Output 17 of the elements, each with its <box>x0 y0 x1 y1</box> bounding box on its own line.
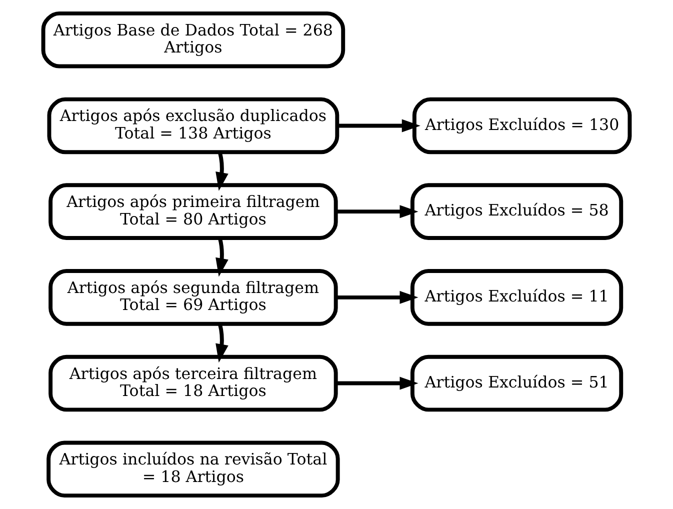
arrow <box>216 152 228 191</box>
node-box: Artigos incluídos na revisão Total = 18 Artigos <box>46 440 340 498</box>
arrow <box>336 290 418 304</box>
node-box: Artigos após terceira filtragem Total = 18 Artigos <box>48 354 338 412</box>
node-box: Artigos Excluídos = 51 <box>410 354 624 412</box>
node-box: Artigos Excluídos = 11 <box>410 269 624 326</box>
node-box: Artigos após segunda filtragem Total = 69 Artigos <box>48 269 338 326</box>
arrow <box>336 205 418 218</box>
arrow <box>216 238 228 277</box>
node-box: Artigos após exclusão duplicados Total = 138 Artigos <box>47 97 340 154</box>
arrow <box>336 376 418 390</box>
arrow <box>216 324 228 363</box>
node-box: Artigos após primeira filtragem Total = 80 Artigos <box>48 183 338 240</box>
node-box: Artigos Base de Dados Total = 268 Artigos <box>41 11 346 68</box>
node-box: Artigos Excluídos = 130 <box>412 97 632 154</box>
arrow <box>338 119 420 132</box>
node-box: Artigos Excluídos = 58 <box>410 183 624 240</box>
